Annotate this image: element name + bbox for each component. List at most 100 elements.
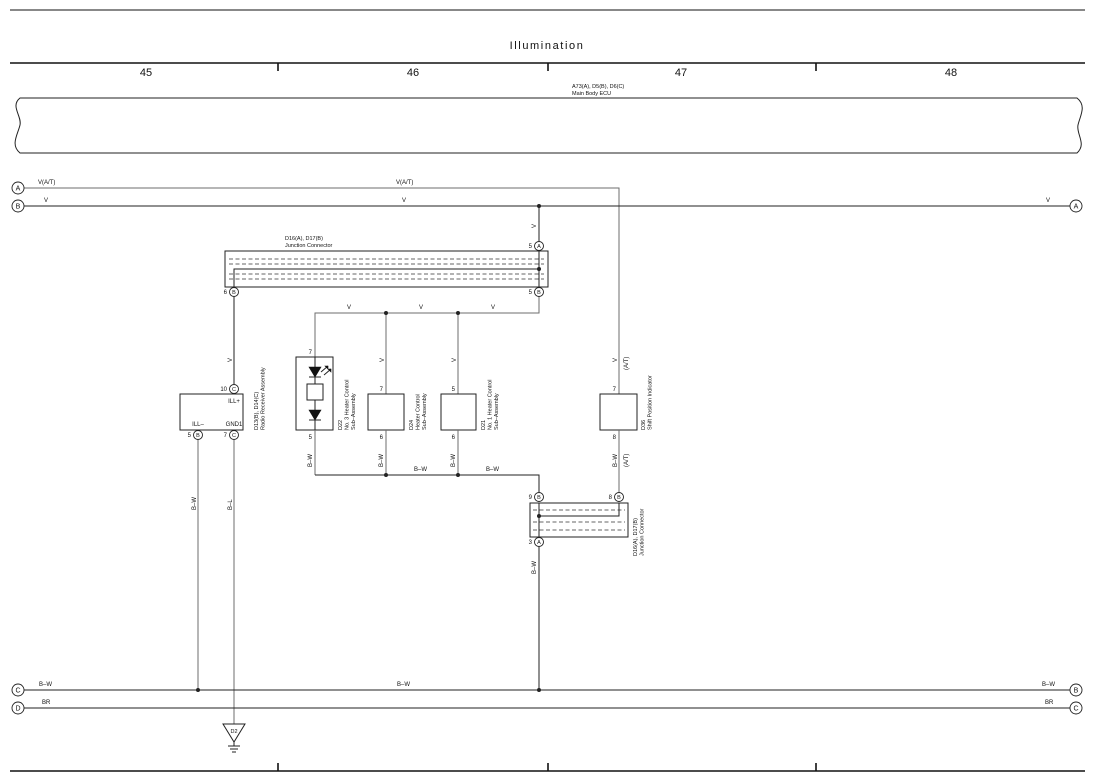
- connector-pin-number: 5: [309, 435, 313, 441]
- connector-pin-letter: B: [537, 290, 541, 296]
- junction-connector-lower-ref: D16(A), D17(B): [633, 518, 639, 556]
- connector-pin-number: 3: [529, 540, 533, 546]
- bus-b-right-terminal: [1069, 199, 1083, 213]
- led-icon: [308, 366, 322, 378]
- component-name: No. 1 Heater Control: [488, 380, 494, 430]
- light-arrowhead-icon: [327, 368, 332, 373]
- connector-pin-number: 10: [220, 387, 227, 393]
- light-arrowhead-icon: [324, 365, 329, 370]
- main-body-ecu: A73(A), D5(B), D6(C) Main Body ECU: [14, 84, 1083, 154]
- shift-ground-wire-label: B–W: [613, 454, 619, 467]
- junction-connector-upper: D16(A), D17(B) Junction Connector A 5 B …: [224, 236, 549, 297]
- heater-feed-wiring: V V V V V: [314, 297, 540, 394]
- radio-receiver-assembly: V C 10 ILL+ ILL– GND1 B 5 C 7 D13(B), D1…: [179, 297, 267, 724]
- component-name: Sub–Assembly: [351, 393, 357, 430]
- junction-internal-wire: [233, 268, 539, 287]
- column-number: 48: [945, 67, 957, 79]
- connector-pin-number: 5: [529, 244, 533, 250]
- component-name: Shift Position Indicator: [648, 375, 654, 430]
- connector-pin-letter: C: [232, 387, 236, 393]
- heater-ground-wiring: B–W B–W B–W B–W B–W: [308, 430, 540, 492]
- bus-c-right-terminal: [1069, 683, 1083, 697]
- splice-dot: [384, 311, 388, 315]
- splice-dot: [384, 473, 388, 477]
- heater-ground-wire-label: B–W: [308, 454, 314, 467]
- component-name: No. 3 Heater Control: [345, 380, 351, 430]
- shift-position-indicator: V (A/T) 7 8 D36 Shift Position Indicator…: [599, 357, 654, 492]
- connector-pin-number: 8: [613, 435, 617, 441]
- heater-ground-wire-label: B–W: [451, 454, 457, 467]
- splice-dot: [537, 514, 541, 518]
- splice-dot: [196, 688, 200, 692]
- component-ref: D13(B), D14(C): [254, 392, 260, 430]
- bus-d-wire-label: BR: [42, 700, 51, 706]
- heater-control: 7 6 D24 Heater Control Sub–Assembly: [367, 387, 428, 441]
- connector-pin: [614, 492, 624, 502]
- splice-dot: [456, 473, 460, 477]
- connector-pin-number: 7: [309, 350, 313, 356]
- connector-pin-letter: B: [196, 433, 200, 439]
- component-name: Heater Control: [416, 394, 422, 430]
- resistor-icon: [306, 383, 324, 401]
- connector-pin-letter: C: [232, 433, 236, 439]
- diagram-title: Illumination: [510, 40, 585, 52]
- column-number: 47: [675, 67, 687, 79]
- jc-ground-wire-label: B–W: [532, 561, 538, 574]
- bus-a-left-terminal: [11, 181, 25, 195]
- connector-pin-number: 5: [188, 433, 192, 439]
- heater-ground-wire-label: B–W: [379, 454, 385, 467]
- bus-d-left-terminal: [11, 701, 25, 715]
- splice-dot: [537, 688, 541, 692]
- wire-bus-a: [24, 187, 620, 394]
- bus-a: A V(A/T) V(A/T): [11, 180, 620, 394]
- connector-pin-number: 7: [613, 387, 617, 393]
- junction-connector-lower-box: [529, 502, 629, 538]
- component-ref: D22: [338, 420, 344, 430]
- connector-pin-number: 8: [609, 495, 613, 501]
- bus-b-wire-label: V: [1046, 198, 1050, 204]
- bus-b-left-terminal: [11, 199, 25, 213]
- bus-d-right-terminal: [1069, 701, 1083, 715]
- header: Illumination 45 46 47 48: [10, 9, 1085, 79]
- radio-feed-wire-label: V: [228, 358, 234, 362]
- connector-pin-number: 6: [452, 435, 456, 441]
- terminal-label: ILL+: [228, 399, 240, 405]
- bus-d: D C BR BR: [11, 700, 1083, 715]
- connector-pin-number: 9: [529, 495, 533, 501]
- component-ref: D21: [481, 420, 487, 430]
- junction-connector-lower: B 9 B 8 A 3 D16(A), D17(B) Junction Conn…: [529, 492, 646, 690]
- connector-pin: [534, 537, 544, 547]
- shift-ground-wire-label: (A/T): [624, 454, 630, 467]
- shift-feed-wire-label: (A/T): [624, 357, 630, 370]
- connector-pin-number: 7: [380, 387, 384, 393]
- ground-point-label: D2: [230, 729, 237, 735]
- bus-c-left-terminal: [11, 683, 25, 697]
- terminal-label: GND1: [226, 422, 243, 428]
- bus-c-wire-label: B–W: [39, 682, 52, 688]
- junction-connector-upper-ref: D16(A), D17(B): [285, 236, 323, 242]
- connector-pin-number: 6: [224, 290, 228, 296]
- bus-b-left-tag: B: [16, 204, 21, 211]
- bus-d-right-tag: C: [1073, 706, 1078, 713]
- radio-gnd-wire-label: B–L: [228, 499, 234, 510]
- radio-ill-minus-wire-label: B–W: [192, 497, 198, 510]
- wire-heater-feed: [314, 297, 540, 357]
- bus-c: C B B–W B–W B–W: [11, 682, 1083, 697]
- main-body-ecu-name: Main Body ECU: [572, 91, 611, 97]
- bus-c-wire-label: B–W: [397, 682, 410, 688]
- jc-feed-wire-label: V: [532, 224, 538, 228]
- heater-control-no1: 5 6 D21 No. 1 Heater Control Sub–Assembl…: [440, 380, 500, 441]
- splice-dot: [537, 267, 541, 271]
- terminal-label: ILL–: [192, 422, 204, 428]
- radio-receiver-box: [179, 393, 244, 431]
- connector-pin-letter: B: [232, 290, 236, 296]
- component-name: Sub–Assembly: [494, 393, 500, 430]
- shift-position-indicator-box: [599, 393, 638, 431]
- bus-c-right-tag: B: [1074, 688, 1079, 695]
- component-name: Sub–Assembly: [422, 393, 428, 430]
- heater-feed-wire-label: V: [347, 305, 351, 311]
- connector-pin-number: 7: [224, 433, 228, 439]
- junction-connector-lower-name: Junction Connector: [640, 508, 646, 556]
- junction-connector-upper-name: Junction Connector: [285, 243, 333, 249]
- ground-point: D2: [222, 723, 246, 753]
